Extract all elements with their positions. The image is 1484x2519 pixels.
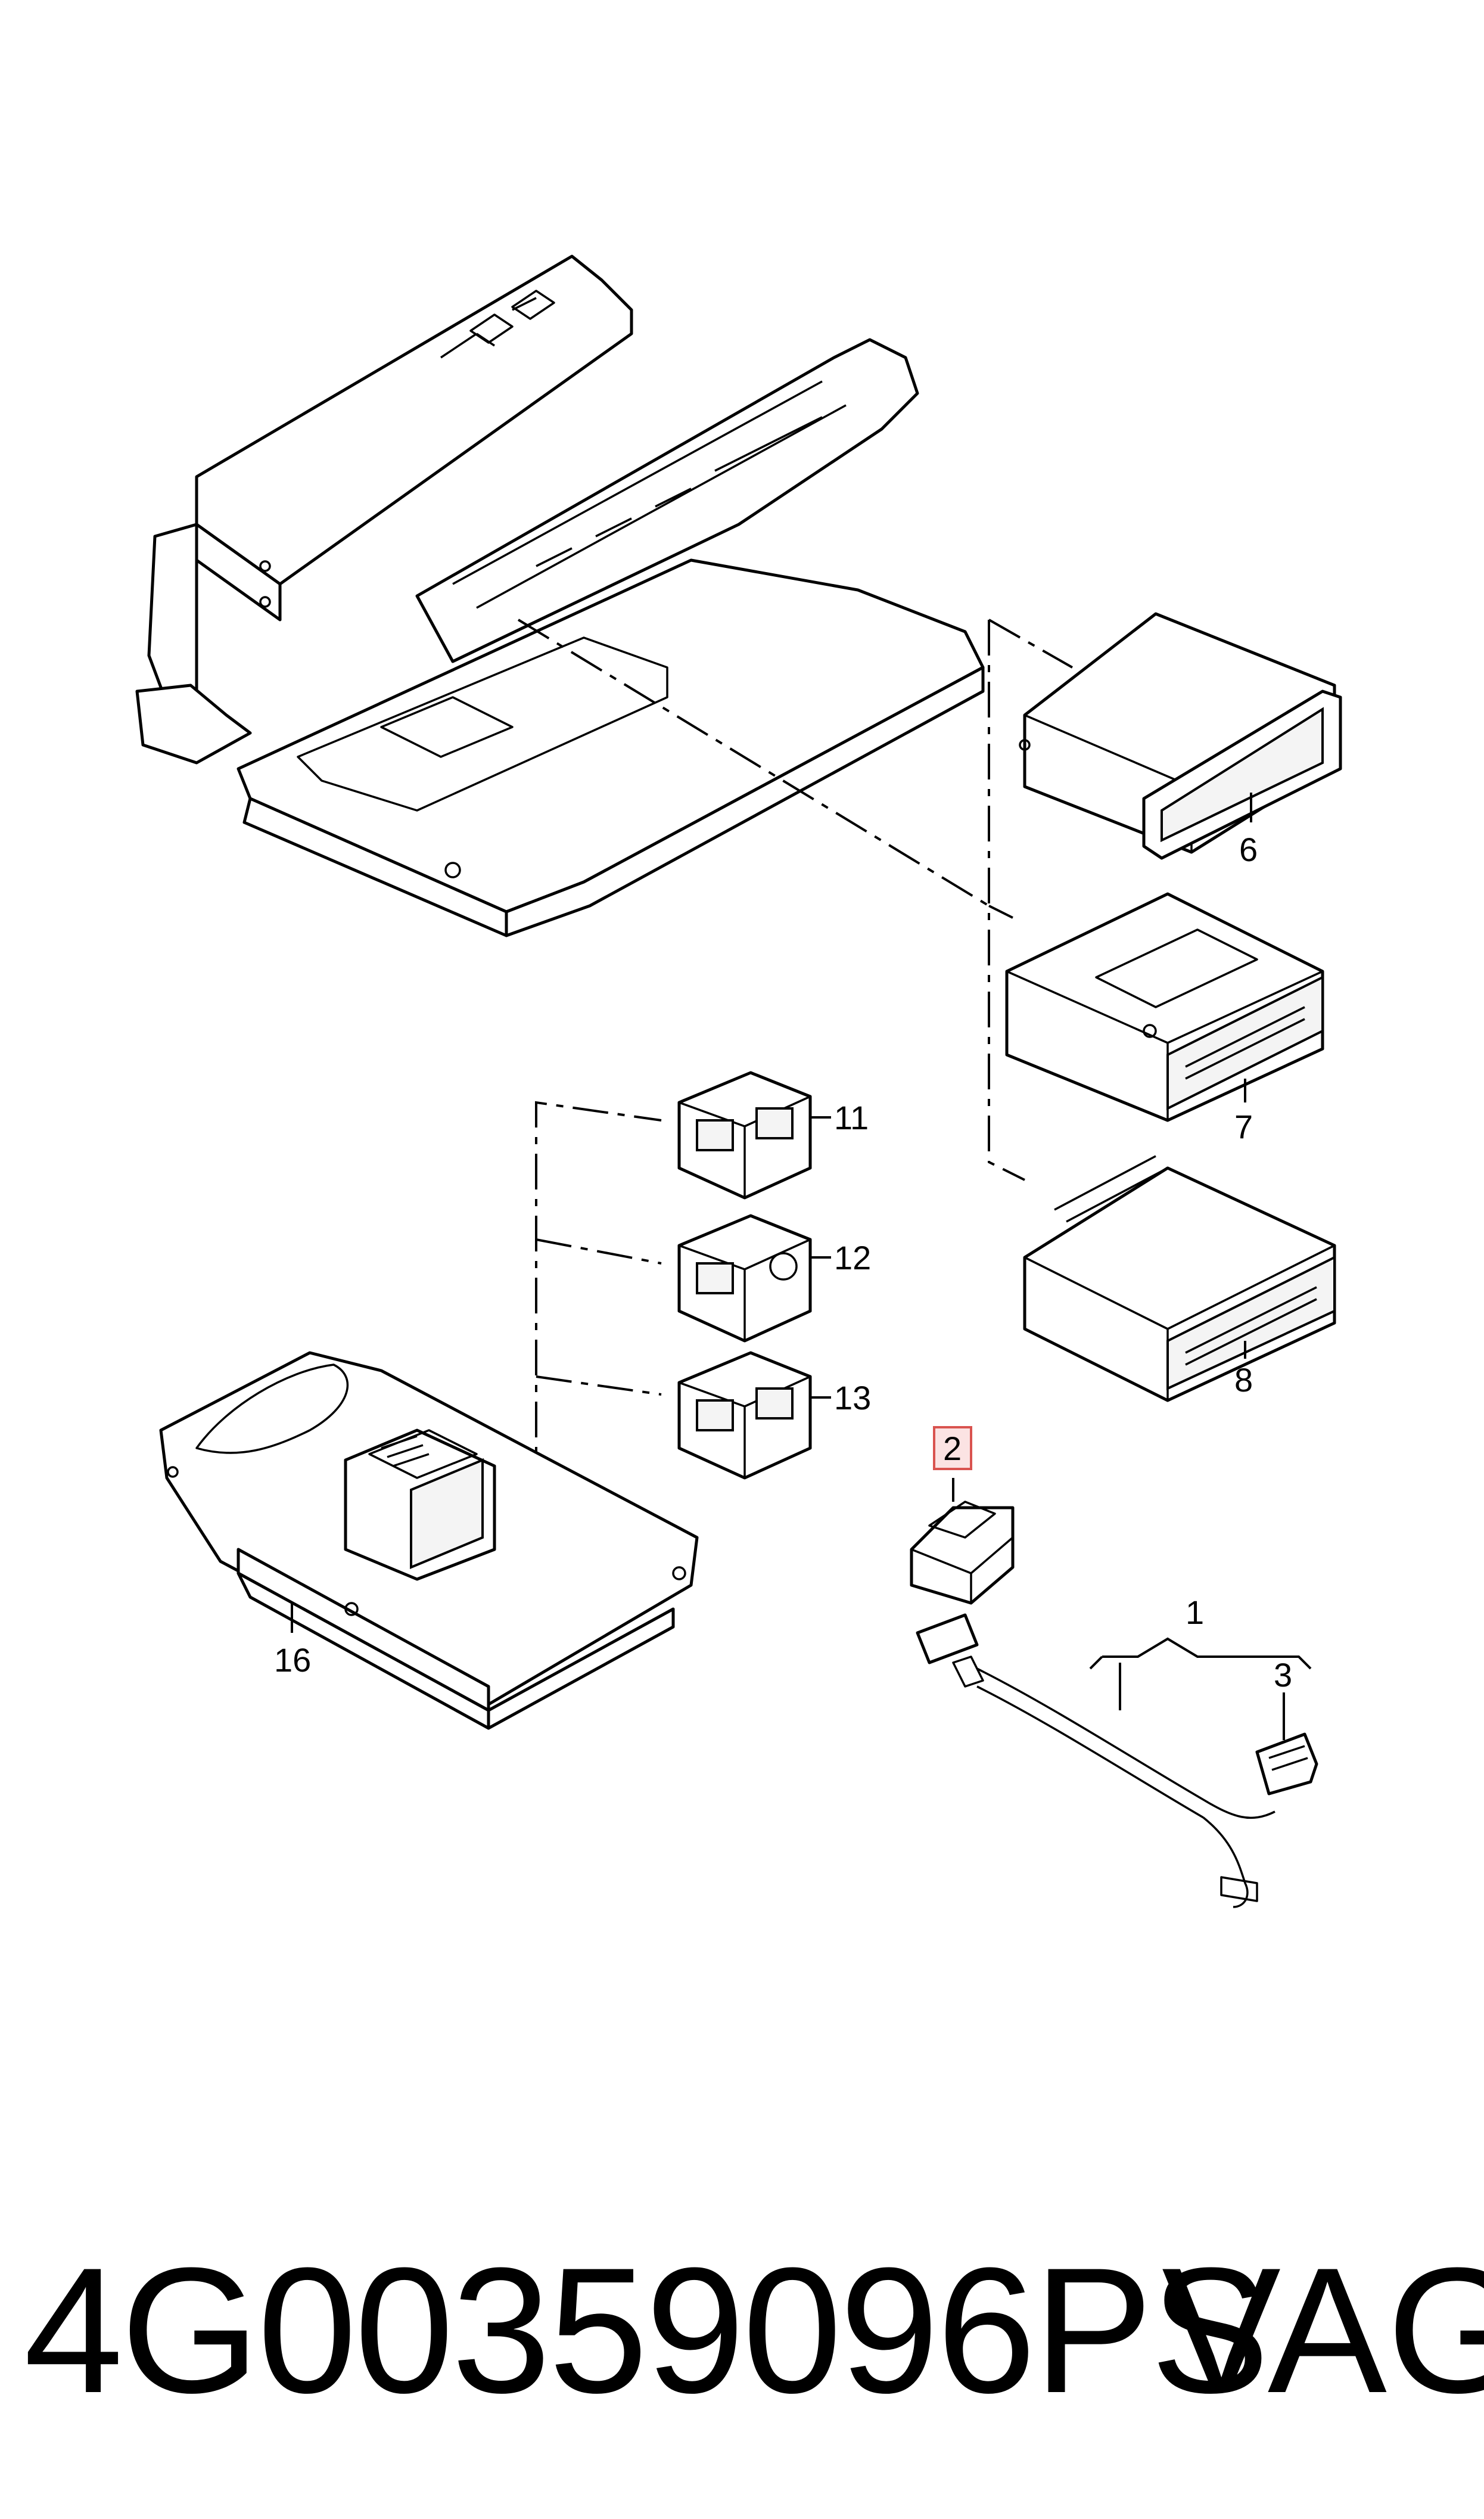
brand-caption: VAG (1162, 2230, 1484, 2430)
part-3-connector (1255, 1732, 1318, 1796)
callout-leaders (291, 793, 1312, 1740)
callout-7: 7 (1234, 1108, 1253, 1145)
part-13-switch-module (677, 1351, 812, 1480)
part-2-switch-cap (910, 1501, 1015, 1605)
part-11-switch-module (677, 1071, 812, 1200)
callout-labels: 6 7 8 11 12 13 16 2 1 3 (274, 831, 1292, 1694)
part-8-media-unit (1023, 1155, 1336, 1402)
part-6-mounting-bracket (1019, 612, 1342, 860)
part-1-wiring-harness (916, 1613, 1275, 1908)
assembly-connector-lines (517, 619, 1073, 1181)
callout-1: 1 (1186, 1594, 1204, 1631)
part-16-console-tray (159, 1351, 699, 1730)
callout-13: 13 (834, 1379, 871, 1417)
part-number-caption: 4G00359096PS (24, 2230, 1270, 2430)
callout-12: 12 (834, 1239, 871, 1276)
callout-3: 3 (1274, 1656, 1292, 1694)
callout-8: 8 (1234, 1361, 1253, 1399)
glove-box-assembly (135, 254, 985, 937)
callout-16: 16 (274, 1641, 311, 1679)
part-7-media-unit (1005, 892, 1324, 1122)
callout-2-highlight (933, 1426, 972, 1470)
part-12-switch-module (677, 1214, 812, 1343)
callout-11: 11 (834, 1099, 869, 1136)
callout-2: 2 (943, 1430, 962, 1467)
callout-6: 6 (1239, 831, 1258, 868)
switch-connector-lines (535, 1101, 662, 1561)
